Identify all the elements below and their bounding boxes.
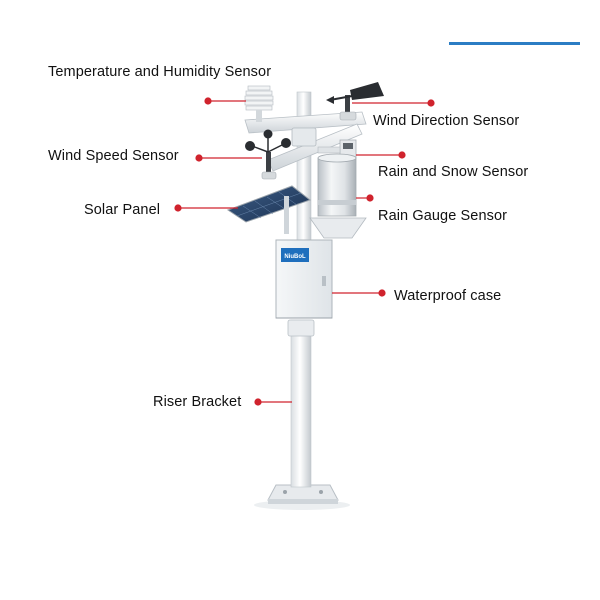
callout-dot-wind-direction: [427, 99, 435, 107]
case-badge: [281, 248, 309, 262]
label-wind-speed-sensor: Wind Speed Sensor: [48, 148, 179, 164]
callout-dot-temperature: [204, 97, 212, 105]
label-waterproof-case: Waterproof case: [394, 288, 502, 304]
top-accent-bar: [449, 42, 580, 45]
waterproof-case-illustration: NiuBoL: [275, 239, 333, 319]
callout-dot-riser-bracket: [254, 398, 262, 406]
callout-dot-rain-gauge: [366, 194, 374, 202]
label-riser-bracket: Riser Bracket: [153, 394, 242, 410]
temperature-humidity-sensor: [244, 85, 274, 122]
callout-dots: [174, 97, 435, 406]
label-rain-gauge-sensor: Rain Gauge Sensor: [378, 208, 508, 224]
wind-direction-sensor: [326, 82, 384, 121]
callout-dot-waterproof-case: [378, 289, 386, 297]
base-plate: [267, 484, 339, 504]
case-brand-text: NiuBoL: [284, 254, 306, 260]
label-rain-snow-sensor: Rain and Snow Sensor: [378, 164, 529, 180]
callout-dot-solar-panel: [174, 204, 182, 212]
label-solar-panel: Solar Panel: [84, 202, 161, 218]
label-temperature-humidity-sensor: Temperature and Humidity Sensor: [48, 64, 272, 80]
solar-panel: [226, 185, 312, 234]
callout-dot-wind-speed: [195, 154, 203, 162]
callout-lines: [178, 100, 431, 403]
label-wind-direction-sensor: Wind Direction Sensor: [373, 113, 520, 129]
cross-arm: [244, 111, 367, 172]
callout-dot-rain-snow: [398, 151, 406, 159]
rain-gauge-sensor: [309, 153, 367, 239]
wind-speed-sensor: [245, 129, 291, 180]
rain-snow-sensor: [317, 139, 357, 159]
